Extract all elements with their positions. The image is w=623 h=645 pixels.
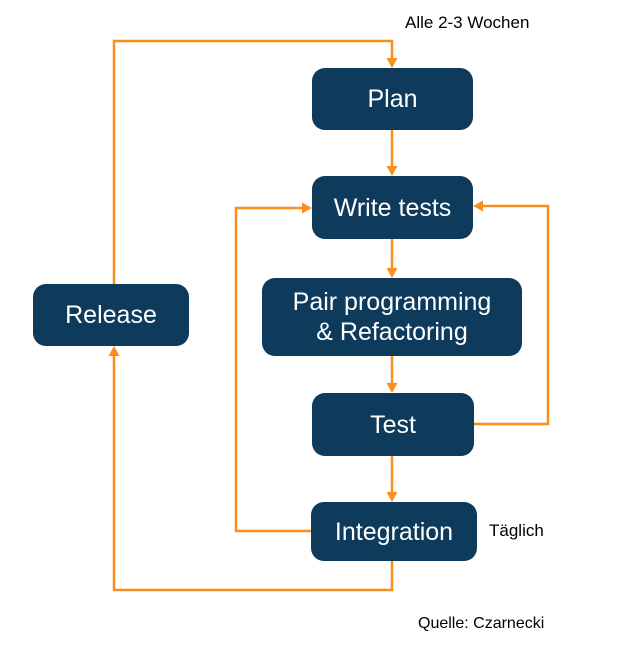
arrowhead-right-write-tests [302,202,312,214]
node-write-tests: Write tests [312,176,473,239]
node-write-tests-label: Write tests [333,193,452,222]
node-plan: Plan [312,68,473,130]
arrowhead-left-write-tests [473,200,483,212]
node-plan-label: Plan [367,85,418,113]
node-integration: Integration [311,502,477,561]
daily-label: Täglich [489,521,544,540]
node-release-label: Release [65,301,157,329]
edge-integration-to-release [112,355,394,592]
node-pair-programming: Pair programming & Refactoring [262,278,522,356]
node-release: Release [33,284,189,346]
arrowhead-down-write-tests [386,166,398,176]
arrowhead-down-plan [386,58,398,68]
arrowhead-down-integration [386,492,398,502]
node-test: Test [312,393,474,456]
arrowhead-up-release [108,346,120,356]
arrowhead-down-test [386,383,398,393]
cycle-duration-label: Alle 2-3 Wochen [405,13,530,32]
node-test-label: Test [370,410,416,439]
node-pair-programming-label: Pair programming & Refactoring [292,288,492,346]
edge-test-to-write-tests [474,204,550,426]
source-attribution-label: Quelle: Czarnecki [418,615,545,632]
edge-integration-to-write-tests [234,206,311,533]
edge-release-to-plan [112,39,394,284]
arrowhead-down-pair [386,268,398,278]
node-integration-label: Integration [334,517,454,546]
